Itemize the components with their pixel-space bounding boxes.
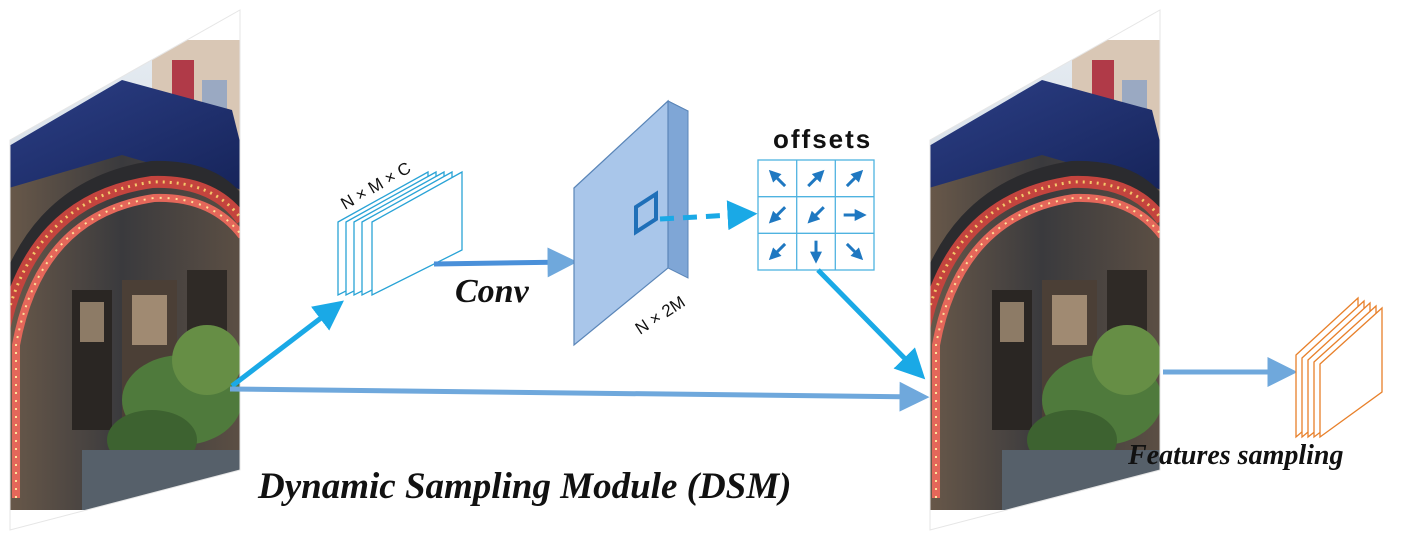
- dashed-arrow-to-offsets: [659, 200, 758, 231]
- arrow-input-to-output: [229, 381, 930, 412]
- offset-map: [573, 99, 689, 347]
- offset-arrow-down-right: [845, 242, 864, 261]
- offset-map-dims-label: N × 2M: [632, 292, 689, 338]
- offsets-label: offsets: [773, 124, 872, 154]
- sampled-feature-stack: [1295, 296, 1383, 439]
- input-feature-stack: [337, 170, 463, 297]
- arrow-offsets-to-output: [816, 268, 926, 380]
- conv-arrow: [433, 247, 578, 278]
- offset-arrow-down-left: [768, 206, 787, 224]
- diagram-title: Dynamic Sampling Module (DSM): [257, 466, 791, 507]
- conv-label: Conv: [455, 273, 530, 310]
- output-image: [929, 9, 1161, 531]
- offset-arrow-down-left: [768, 242, 787, 261]
- sampling-window: [634, 190, 658, 236]
- offsets-grid: [757, 159, 875, 271]
- offset-arrow-up-right: [845, 169, 864, 188]
- offset-arrow-down-left: [807, 206, 825, 224]
- offset-arrow-up-left: [768, 169, 787, 188]
- offset-arrow-up-right: [807, 169, 825, 188]
- input-image: [9, 9, 241, 531]
- arrow-image-to-features: [230, 300, 344, 388]
- features-sampling-label: Features sampling: [1127, 440, 1343, 471]
